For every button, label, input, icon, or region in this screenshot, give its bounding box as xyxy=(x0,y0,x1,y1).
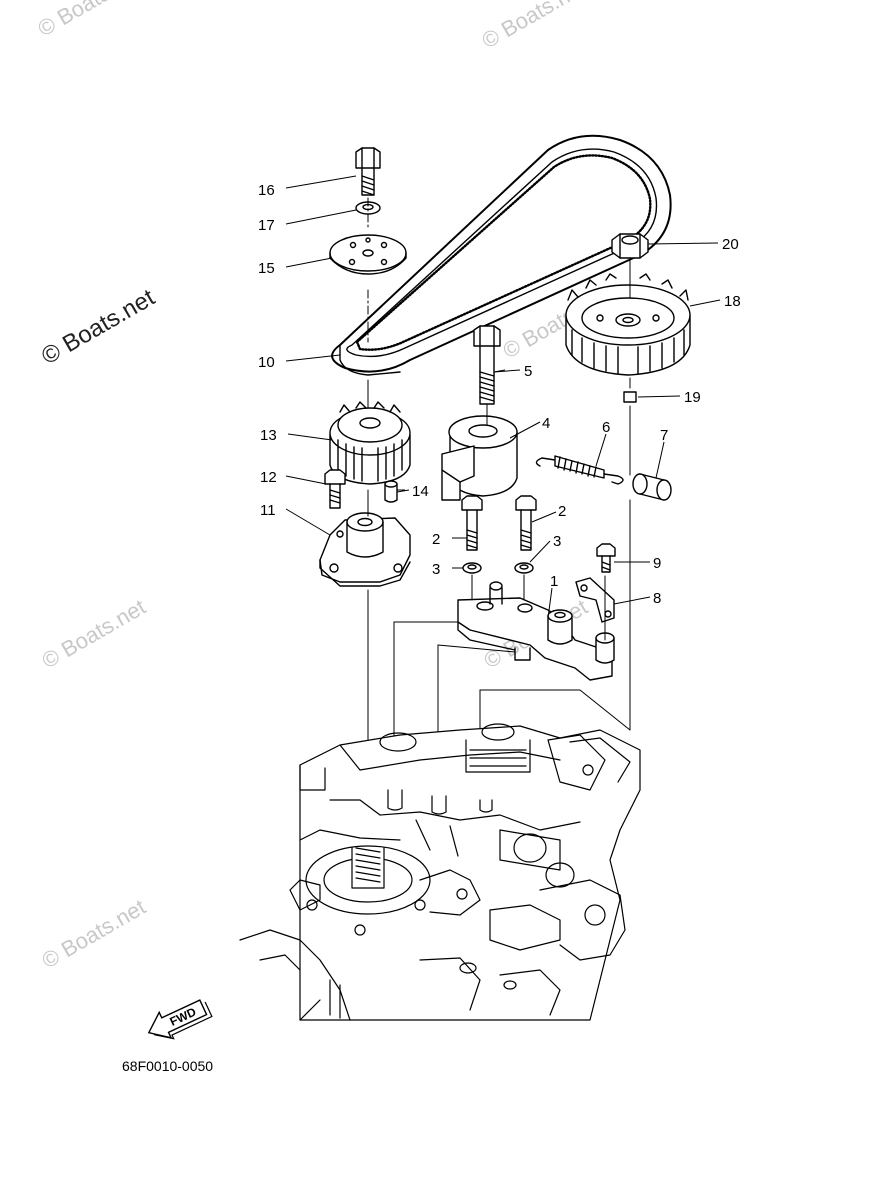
plate-15 xyxy=(329,234,407,275)
callout-13: 13 xyxy=(260,427,277,444)
engine-block xyxy=(239,723,641,1021)
callout-18: 18 xyxy=(724,293,741,310)
bolt-12 xyxy=(324,469,346,509)
washer-3-left xyxy=(462,562,482,574)
callout-20: 20 xyxy=(722,236,739,253)
callout-14: 14 xyxy=(412,483,429,500)
dowel-14 xyxy=(384,480,398,503)
callout-17: 17 xyxy=(258,217,275,234)
cam-gear-18 xyxy=(565,273,691,376)
sprocket-13 xyxy=(329,401,411,485)
callout-labels: 16 17 15 10 13 12 11 14 5 4 6 7 2 3 2 3 … xyxy=(258,182,741,607)
bolt-16 xyxy=(355,147,381,196)
callout-11: 11 xyxy=(260,502,276,519)
part-code: 68F0010-0050 xyxy=(122,1058,214,1074)
fwd-arrow: FWD xyxy=(147,999,213,1040)
callout-2-left: 2 xyxy=(432,531,440,548)
callout-19: 19 xyxy=(684,389,701,406)
callout-8: 8 xyxy=(653,590,661,607)
callout-3-left: 3 xyxy=(432,561,440,578)
callout-10: 10 xyxy=(258,354,275,371)
callout-1: 1 xyxy=(550,573,558,590)
bolt-9 xyxy=(596,543,616,573)
bolt-2-left xyxy=(461,495,483,551)
callout-9: 9 xyxy=(653,555,661,572)
spring-6 xyxy=(535,455,624,485)
callout-3-right: 3 xyxy=(553,533,561,550)
callout-5: 5 xyxy=(524,363,532,380)
bolt-5 xyxy=(473,325,501,405)
collar-7 xyxy=(632,473,672,501)
washer-3-right xyxy=(514,562,534,574)
nut-20 xyxy=(611,233,649,259)
timing-belt xyxy=(331,134,672,376)
bolt-2-right xyxy=(515,495,537,551)
callout-4: 4 xyxy=(542,415,550,432)
key-19 xyxy=(623,391,637,403)
leader-lines xyxy=(285,175,721,619)
plate-8 xyxy=(575,577,615,623)
callout-7: 7 xyxy=(660,427,668,444)
callout-16: 16 xyxy=(258,182,275,199)
housing-11 xyxy=(319,512,411,587)
callout-2-right: 2 xyxy=(558,503,566,520)
callout-12: 12 xyxy=(260,469,277,486)
tensioner-4 xyxy=(441,415,518,501)
callout-6: 6 xyxy=(602,419,610,436)
callout-15: 15 xyxy=(258,260,275,277)
